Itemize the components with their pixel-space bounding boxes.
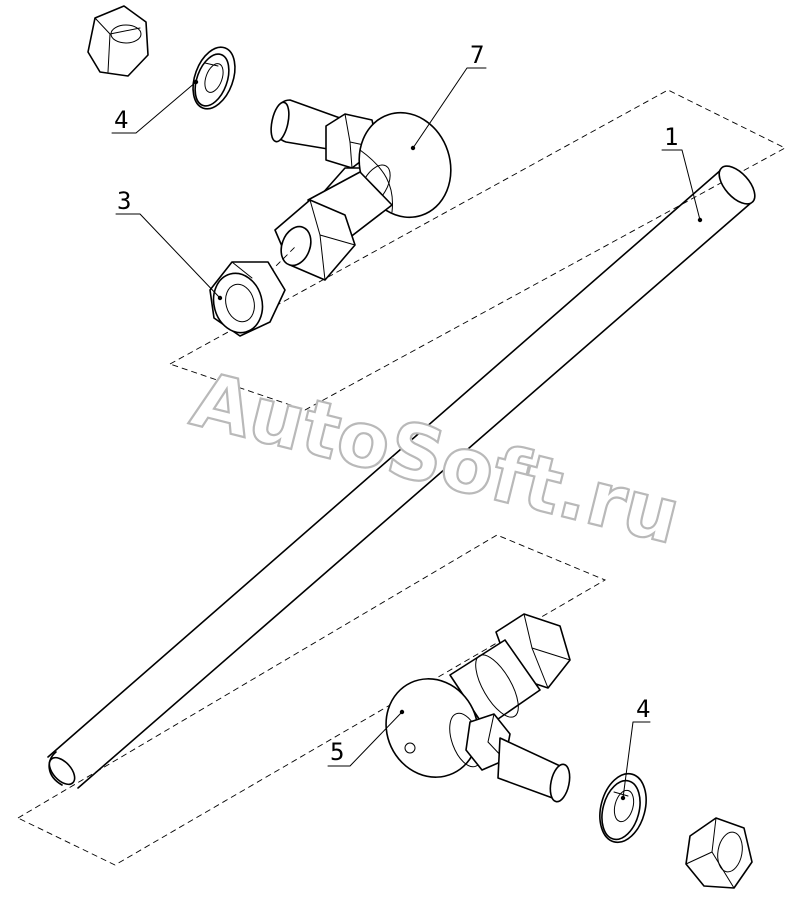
hex-nut-upper-left [87, 5, 149, 77]
callout-number-3: 3 [117, 187, 131, 215]
callout-number-4-lower: 4 [636, 695, 650, 723]
callout-number-7: 7 [470, 41, 484, 69]
spring-washer-lower [599, 772, 647, 844]
hex-nut-part-3 [209, 261, 286, 337]
ball-joint-lower [385, 613, 571, 803]
watermark-text: AutoSoft.ru [184, 354, 689, 561]
assembly-boundary-lower [17, 534, 607, 866]
hex-nut-lower-right [685, 817, 753, 889]
assembly-boundary-upper [168, 89, 786, 411]
ball-joint-upper [261, 99, 452, 281]
callout-leaders [111, 67, 703, 801]
callout-number-1: 1 [664, 123, 678, 151]
spring-washer-upper [192, 46, 236, 110]
callout-number-5: 5 [330, 738, 344, 766]
rod-part [47, 165, 756, 789]
watermark: AutoSoft.ru [182, 353, 689, 562]
callout-number-4-upper: 4 [114, 106, 128, 134]
